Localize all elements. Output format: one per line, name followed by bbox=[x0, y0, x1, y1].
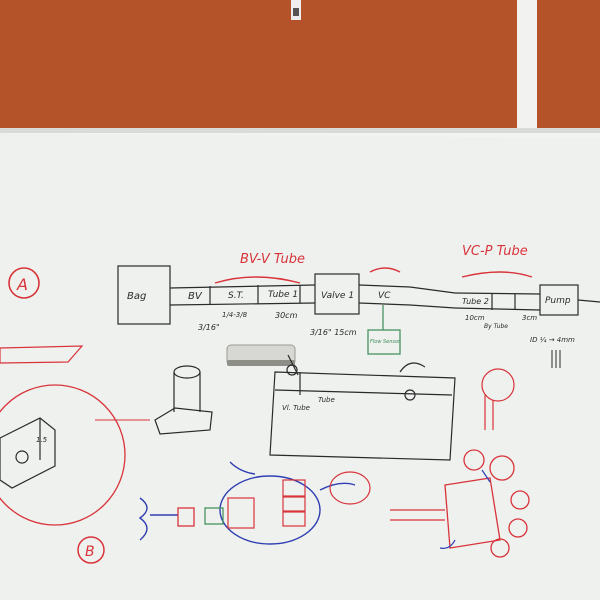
wall-pipe bbox=[517, 0, 537, 135]
tube2-label: Tube 2 bbox=[462, 297, 489, 306]
cylinder-stand-sketch bbox=[154, 365, 213, 435]
dim-note-6: By Tube bbox=[484, 323, 508, 330]
flow-sensor-box bbox=[367, 329, 401, 355]
manifold-sketch bbox=[390, 449, 530, 558]
balloon-sketch-right bbox=[481, 368, 515, 430]
valve1-label: Valve 1 bbox=[321, 291, 354, 301]
block-sketch bbox=[0, 417, 56, 489]
dim-note-3: 30cm bbox=[275, 311, 298, 320]
dim-note-7: 3cm bbox=[522, 314, 537, 322]
section-b-circle bbox=[77, 536, 105, 564]
bag-label: Bag bbox=[127, 291, 146, 302]
flow-sensor-label: Flow Sensor bbox=[370, 339, 401, 345]
dim-note-1: 3/16" bbox=[198, 323, 220, 332]
top-tube-label-2: VC-P Tube bbox=[462, 244, 528, 259]
pump-label: Pump bbox=[545, 296, 571, 306]
section-a-label: A bbox=[16, 275, 28, 294]
tube1-label: Tube 1 bbox=[268, 290, 298, 300]
device-sketch bbox=[269, 354, 456, 461]
section-a-circle bbox=[8, 267, 40, 299]
b-pump-box bbox=[177, 507, 195, 527]
st-label: S.T. bbox=[228, 291, 244, 301]
vc-label: VC bbox=[378, 291, 391, 301]
dim-note-8: ID ¼ → 4mm bbox=[530, 336, 575, 344]
top-tube-label-1: BV-V Tube bbox=[240, 252, 305, 267]
dim-note-2: 1/4-3/8 bbox=[222, 311, 248, 319]
bag-box bbox=[117, 265, 171, 325]
red-bar-sketch bbox=[0, 345, 84, 364]
flow-diagram bbox=[117, 265, 600, 355]
blue-pump-circuit bbox=[138, 461, 356, 545]
red-detail-circle bbox=[0, 384, 126, 526]
device-label: Tube bbox=[318, 396, 335, 404]
block-label: 1.5 bbox=[36, 436, 48, 444]
valve1-box bbox=[314, 273, 360, 315]
device-tube-label: Vl. Tube bbox=[282, 404, 310, 412]
dim-note-5: 10cm bbox=[465, 314, 485, 322]
bv-label: BV bbox=[188, 291, 203, 302]
dim-note-4: 3/16" 15cm bbox=[310, 328, 357, 337]
whiteboard-eraser bbox=[226, 344, 296, 366]
section-b-label: B bbox=[85, 544, 95, 560]
